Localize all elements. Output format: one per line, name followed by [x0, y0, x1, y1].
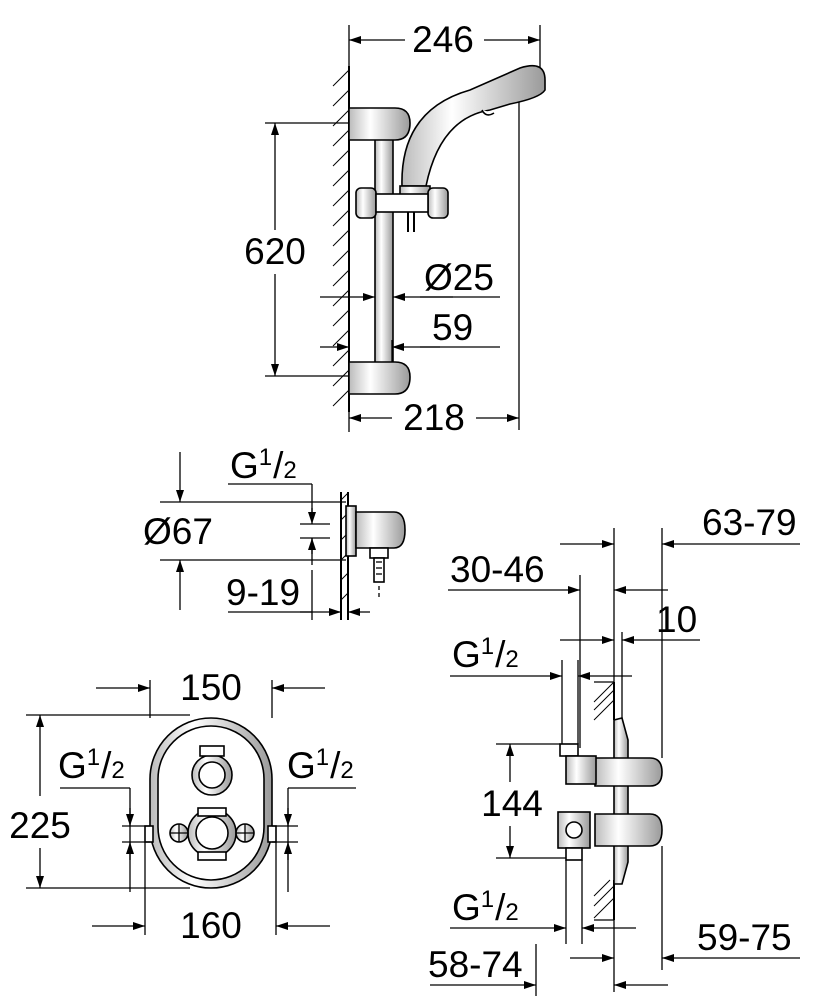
shower-height-label: 620: [244, 231, 306, 272]
front-thread-left-label: G1/2: [58, 744, 125, 786]
wall-hatch: [332, 66, 350, 412]
wall-outlet-view: Ø67 G1/2 9-19: [143, 444, 406, 620]
outlet-depth-label: 9-19: [226, 572, 300, 613]
bar-offset-label: 59: [432, 307, 473, 348]
shower-set-view: 246 620 Ø25 59 218: [244, 19, 546, 438]
side-projection-top-label: 63-79: [702, 502, 797, 543]
shower-width-top-label: 246: [412, 19, 474, 60]
wall-outlet-elbow: [345, 505, 406, 600]
side-plate-thickness-label: 10: [656, 599, 697, 640]
side-depth-top-label: 30-46: [450, 549, 545, 590]
side-thread-lower-label: G1/2: [452, 886, 519, 928]
front-width-bottom-label: 160: [180, 905, 242, 946]
front-width-top-label: 150: [180, 667, 242, 708]
front-height-label: 225: [9, 805, 71, 846]
front-view: 150 225 G1/2 G1/2 160: [9, 667, 356, 946]
slide-holder: [355, 187, 449, 219]
side-handles: [594, 757, 663, 847]
shower-width-bottom-label: 218: [403, 397, 465, 438]
shower-rail: [348, 107, 411, 395]
outlet-thread-label: G1/2: [230, 444, 297, 486]
outlet-diameter-label: Ø67: [143, 511, 213, 552]
side-view: 63-79 30-46 10 G1/2 144 G1/2 5: [428, 502, 800, 996]
cover-plate: [149, 717, 273, 889]
side-depth-bottom-label: 58-74: [428, 944, 523, 985]
side-thread-upper-label: G1/2: [452, 633, 519, 675]
mixer-body: [169, 745, 255, 861]
side-spacing-label: 144: [481, 783, 543, 824]
bar-diameter-label: Ø25: [424, 257, 494, 298]
front-thread-right-label: G1/2: [287, 744, 354, 786]
side-body: [557, 743, 597, 861]
side-wall: [593, 681, 615, 921]
side-projection-bottom-label: 59-75: [697, 917, 792, 958]
